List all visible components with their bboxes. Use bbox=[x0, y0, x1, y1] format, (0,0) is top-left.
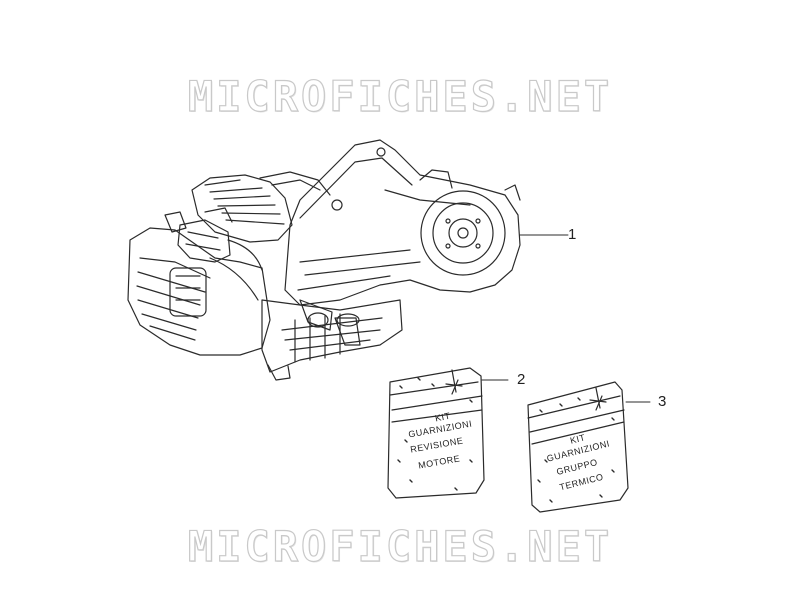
gasket-kit-bag-3 bbox=[527, 381, 629, 513]
callout-2: 2 bbox=[517, 371, 526, 388]
gasket-kit-bag-2 bbox=[387, 367, 485, 499]
callout-3: 3 bbox=[658, 393, 667, 410]
callout-1: 1 bbox=[568, 226, 577, 243]
engine-illustration bbox=[127, 139, 521, 381]
watermark-top: MICROFICHES.NET bbox=[187, 71, 613, 121]
watermark-bottom: MICROFICHES.NET bbox=[187, 521, 613, 571]
